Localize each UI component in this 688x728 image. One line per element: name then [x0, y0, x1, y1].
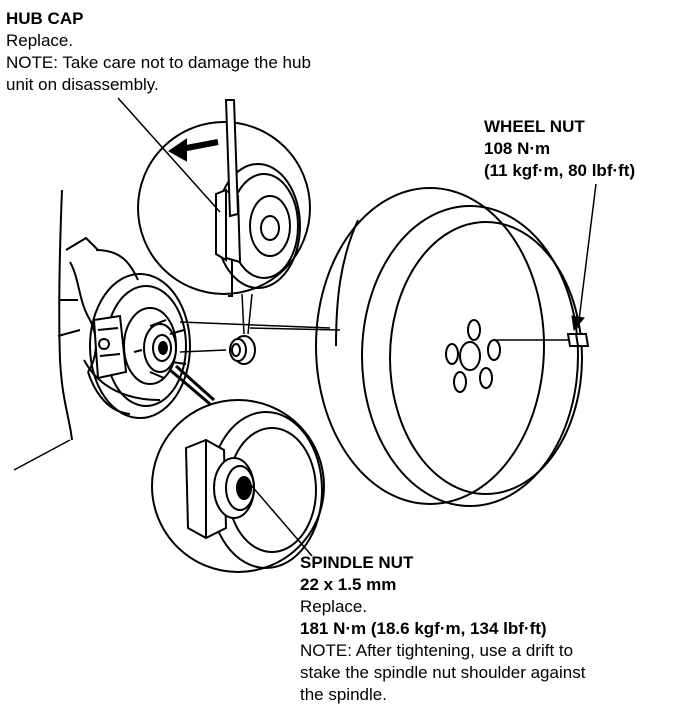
wheel-nut-arrowhead: [571, 315, 585, 332]
wheel-tire: [315, 187, 583, 507]
spindle-nut-note-line2: stake the spindle nut shoulder against: [300, 663, 586, 682]
wheel-nut-leader: [577, 183, 597, 329]
hub-cap-replace: Replace.: [6, 31, 74, 50]
hub-cap-note-line2: unit on disassembly.: [6, 75, 159, 94]
wheel-nut-part: [494, 333, 590, 347]
spindle-nut-detail-view: [151, 364, 325, 573]
hub-cap-detail-view: [137, 99, 311, 335]
spindle-nut-note-line3: the spindle.: [300, 685, 387, 704]
spindle-nut-replace: Replace.: [300, 597, 368, 616]
brake-caliper: [92, 314, 128, 380]
axis-line-upper: [179, 321, 331, 329]
spindle-nut-torque: 181 N·m (18.6 kgf·m, 134 lbf·ft): [300, 619, 547, 638]
wheel-nut-torque: 108 N·m: [484, 139, 551, 158]
spindle-nut-note-line1: NOTE: After tightening, use a drift to: [300, 641, 574, 660]
hub-cap-leader: [117, 97, 221, 213]
wheel-nut-label: WHEEL NUT 108 N·m (11 kgf·m, 80 lbf·ft): [484, 116, 635, 182]
wheel-hub: [133, 319, 187, 379]
spindle-nut-label: SPINDLE NUT 22 x 1.5 mm Replace. 181 N·m…: [300, 552, 585, 706]
hub-cap-label: HUB CAP Replace. NOTE: Take care not to …: [6, 8, 311, 96]
spindle-nut-title: SPINDLE NUT: [300, 553, 414, 572]
knuckle-assembly: [13, 189, 161, 471]
axis-line-lower: [179, 349, 227, 353]
spindle-nut-size: 22 x 1.5 mm: [300, 575, 397, 594]
spindle-nut-leader: [249, 483, 313, 557]
hub-cap-part: [229, 335, 256, 365]
hub-cap-title: HUB CAP: [6, 9, 84, 28]
hub-cap-note-line1: NOTE: Take care not to damage the hub: [6, 53, 311, 72]
wheel-nut-torque-alt: (11 kgf·m, 80 lbf·ft): [484, 161, 636, 180]
axis-line-wheel: [249, 327, 341, 331]
wheel-nut-title: WHEEL NUT: [484, 117, 585, 136]
